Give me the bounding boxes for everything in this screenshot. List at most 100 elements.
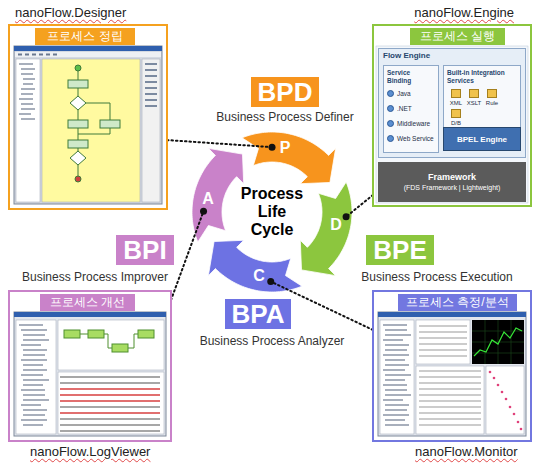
dotted-connector [171,211,204,300]
tool-panel: nanoFlow.Engine프로세스 실행Flow EngineService… [372,24,532,207]
designer-screenshot [100,120,120,128]
designer-screenshot [75,65,81,71]
monitor-screenshot [416,320,470,364]
monitor-screenshot [472,320,524,364]
phase-letter: P [272,135,298,161]
service-item: Web Service [387,134,435,143]
service-item: Rule [483,89,501,107]
dotted-connector [167,140,272,147]
monitor-screenshot [513,413,516,416]
designer-screenshot [18,54,57,56]
designer-screenshot [14,46,162,204]
monitor-screenshot [509,406,512,409]
phase-code: BPE [373,235,426,265]
monitor-screenshot [489,371,492,374]
logviewer-screenshot [58,320,164,370]
service-item: Middleware [387,119,435,128]
phase-letter-text: A [202,190,214,208]
designer-screenshot [68,80,88,88]
logviewer-screenshot [58,372,164,434]
cycle-arrow [242,132,336,184]
tab-title: 프로세스 개선 [48,295,127,310]
phase-letter: C [246,263,272,289]
service-item: .NET [387,104,435,113]
monitor-screenshot [472,320,524,364]
engine-screenshot-ground [376,46,528,203]
designer-screenshot [68,120,88,128]
designer-screenshot [42,59,140,202]
tab-title: 프로세스 측정/분석 [406,295,509,310]
designer-screenshot [70,96,86,110]
phase-description: Business Process Definer [216,110,353,124]
box-title: Built-in Integration Services [447,69,517,85]
monitor-screenshot [383,325,411,425]
framework-bar: Framework(FDS Framework | Lightweight) [378,162,526,202]
cycle-arrow [208,240,302,292]
monitor-screenshot [378,312,526,317]
box-title: Flow Engine [383,51,521,61]
service-item: XSLT [465,89,483,107]
product-name: nanoFlow.Engine [414,5,514,20]
dotted-connector [346,195,373,217]
designer-screenshot [142,59,160,202]
engine-box: Flow EngineService BindingJava.NETMiddle… [378,48,526,158]
logviewer-screenshot [14,312,166,436]
logviewer-screenshot [60,389,160,413]
box-subtitle: (FDS Framework | Lightweight) [404,183,501,192]
phase-letter-text: D [330,216,342,234]
box-title: Service Binding [387,69,435,85]
monitor-screenshot [517,421,520,424]
logviewer-screenshot [64,330,80,338]
phase-badge: BPE [366,235,433,265]
cycle-arrows [192,132,352,292]
engine-screenshot-ground [376,46,528,203]
service-item: XML [447,89,465,107]
phase-letter: D [323,212,349,238]
phase-letter: A [195,186,221,212]
designer-screenshot [14,46,162,51]
logviewer-screenshot [14,312,166,317]
designer-screenshot [68,140,88,148]
connector-dot [200,208,207,215]
monitor-screenshot [378,312,526,436]
phase-description: Business Process Analyzer [200,334,345,348]
logviewer-screenshot [60,377,160,431]
designer-screenshot [145,64,157,106]
monitor-screenshot [474,328,522,356]
phase-code: BPD [258,77,313,107]
monitor-screenshot [497,384,500,387]
monitor-screenshot [419,326,467,356]
product-name: nanoFlow.Monitor [415,444,518,459]
connector-dot [269,144,276,151]
monitor-screenshot [501,391,504,394]
logviewer-screenshot [112,344,128,352]
logviewer-screenshot [19,325,49,425]
connector-dot [343,213,350,220]
logviewer-screenshot [88,330,104,338]
cycle-title: Process Life Cycle [239,185,305,239]
monitor-screenshot [378,312,526,436]
designer-screenshot [19,64,35,119]
binding-box: Service BindingJava.NETMiddlewareWeb Ser… [383,65,439,153]
designer-screenshot [16,59,40,202]
phase-badge: BPD [251,77,320,107]
header-tab: 프로세스 개선 [40,294,135,311]
designer-screenshot [70,151,86,165]
phase-badge: BPI [116,235,173,265]
cycle-arrow [300,182,352,276]
header-tab: 프로세스 실행 [410,28,505,45]
tab-title: 프로세스 정립 [43,29,127,44]
monitor-screenshot [505,398,508,401]
connector-dot [267,278,274,285]
header-tab: 프로세스 정립 [35,28,135,45]
logviewer-screenshot [14,312,166,436]
logviewer-screenshot [16,320,56,434]
phase-letter-text: C [253,267,265,285]
tool-panel: nanoFlow.LogViewer프로세스 개선 [8,290,172,442]
monitor-screenshot [489,371,523,431]
phase-code: BPI [123,235,166,265]
designer-screenshot [75,176,81,182]
monitor-screenshot [486,366,524,434]
service-item: D/B [447,109,465,127]
